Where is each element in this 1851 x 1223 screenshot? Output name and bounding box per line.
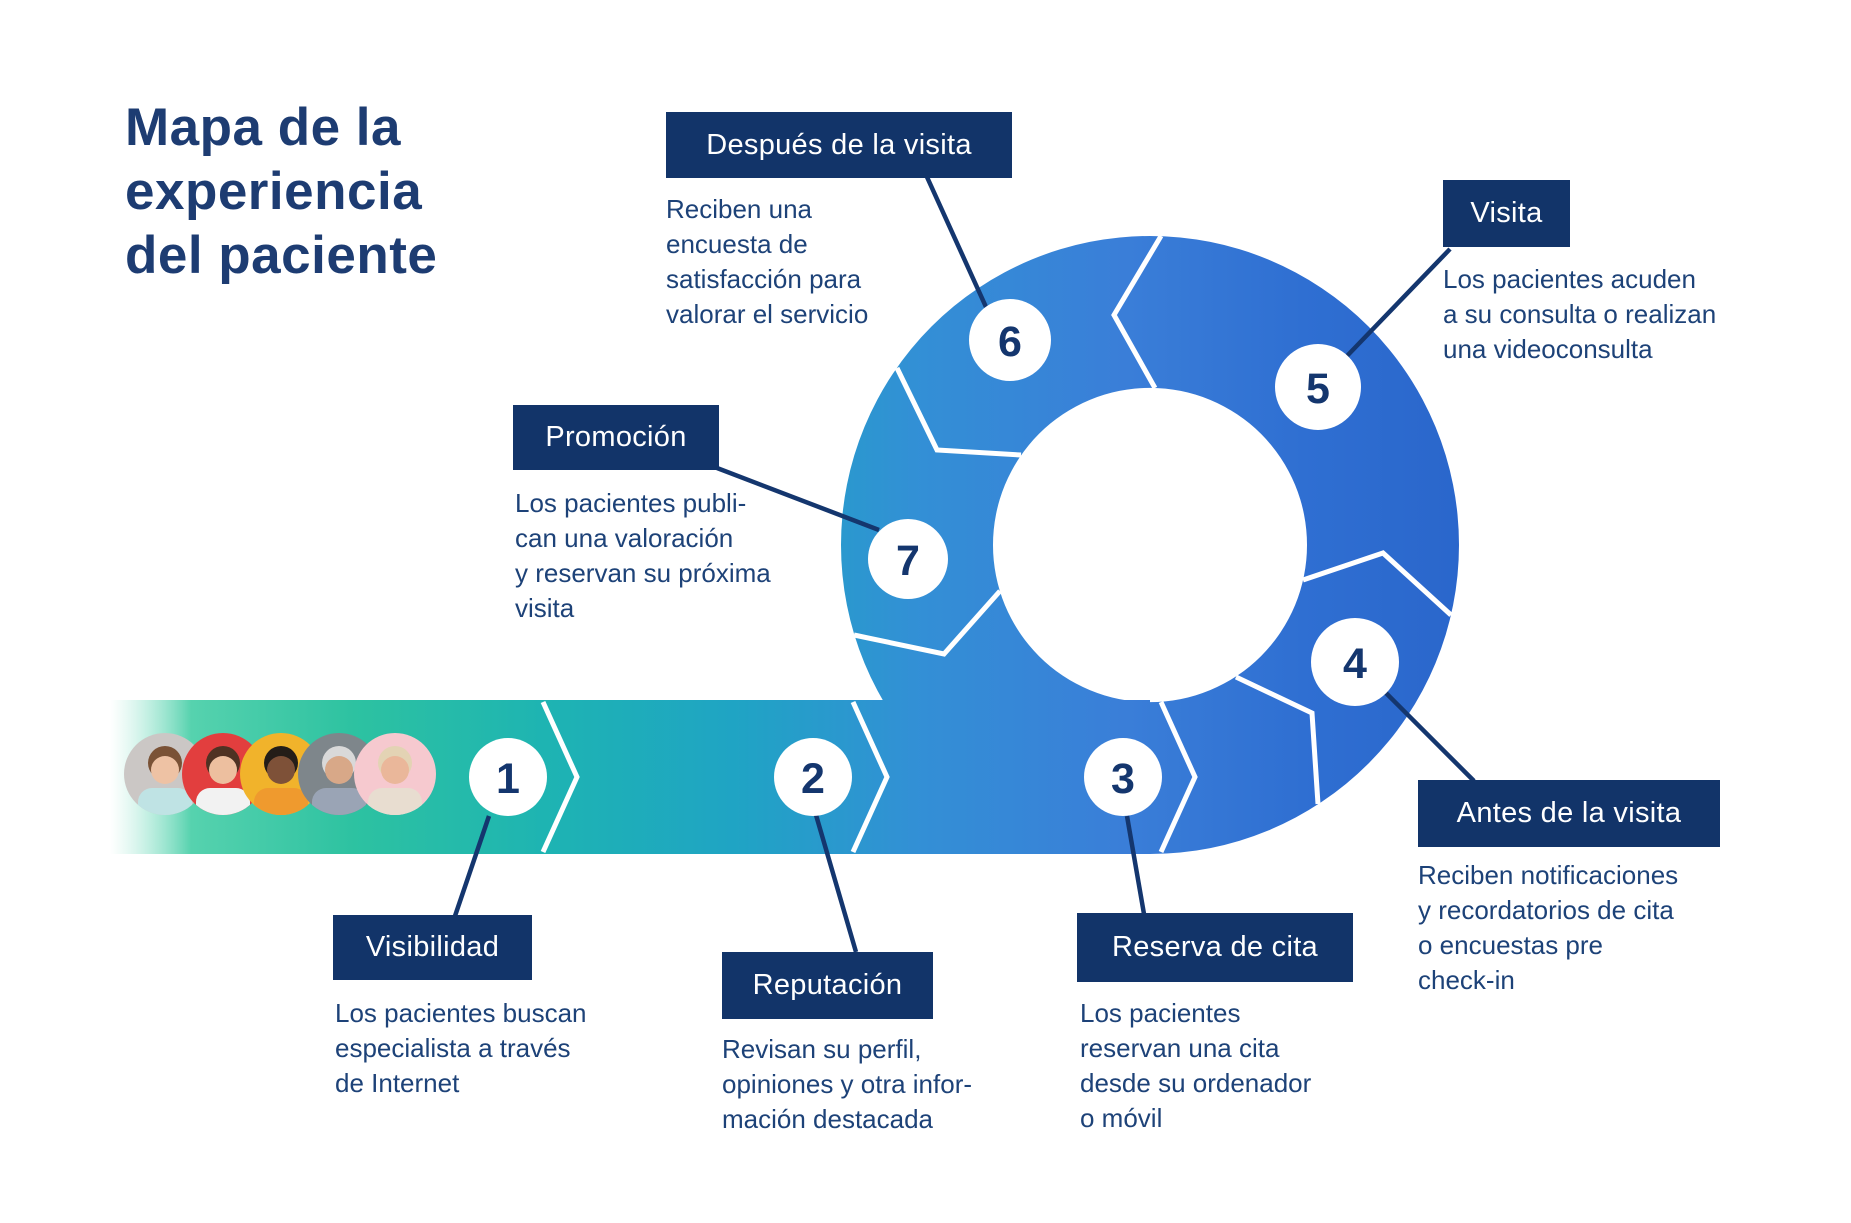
step-badges: 1 2 3 4 5 6 7 [469,299,1399,816]
chevron-before-step7 [894,366,1022,458]
desc-antes-de-la-visita: Reciben notificaciones y recordatorios d… [1418,860,1679,995]
chevron-after-step1 [540,700,580,854]
connector-step3 [1124,815,1147,915]
chevron-after-step7 [853,589,1002,657]
connector-step4 [1382,689,1476,783]
label-visita: Visita [1443,180,1570,247]
label-antes-de-la-visita: Antes de la visita [1418,780,1720,847]
label-reputacion: Reputación [722,952,933,1019]
chevron-before-step5 [1302,550,1453,617]
step-7-number: 7 [896,537,920,585]
connector-lines [452,176,1476,953]
desc-visibilidad: Los pacientes buscan especialista a trav… [335,998,587,1098]
step-2-badge: 2 [774,738,852,816]
step-4-number: 4 [1343,640,1367,688]
face [209,756,237,784]
chevron-after-step3 [1158,700,1198,854]
senior-woman-avatar [354,733,436,815]
step-5-badge: 5 [1275,344,1361,430]
step-6-number: 6 [998,318,1022,366]
label-promocion: Promoción [513,405,719,470]
page-title-line2: experiencia [125,162,423,221]
chevron-before-step4 [1234,674,1321,805]
journey-band [110,700,1150,854]
desc-reserva-de-cita: Los pacientes reservan una cita desde su… [1080,998,1312,1133]
step-2-number: 2 [801,755,825,803]
desc-reputacion: Revisan su perfil, opiniones y otra info… [722,1034,973,1134]
ring-chevron-separators [853,234,1453,805]
patient-avatars [124,733,436,815]
label-reserva-de-cita: Reserva de cita [1077,913,1353,982]
step-4-badge: 4 [1311,618,1399,706]
connector-step6 [924,176,989,308]
face [325,756,353,784]
man-avatar [240,733,322,815]
connector-step7 [716,465,880,533]
desc-promocion: Los pacientes publi- can una valoración … [515,488,771,623]
chevron-after-step2 [850,700,890,854]
desc-despues-de-la-visita: Reciben una encuesta de satisfacción par… [666,194,869,329]
step-6-badge: 6 [969,299,1051,381]
page-title: Mapa de la experiencia del paciente [125,96,605,288]
face [381,756,409,784]
connector-step1 [452,815,492,917]
step-7-badge: 7 [868,519,948,599]
face [151,756,179,784]
chevron-before-step6 [1111,234,1164,390]
label-despues-de-la-visita: Después de la visita [666,112,1012,178]
connector-step2 [813,814,859,953]
face [267,756,295,784]
band-chevron-separators [540,700,1198,854]
step-1-number: 1 [496,755,520,803]
page-title-line3: del paciente [125,226,438,285]
child-avatar [124,733,206,815]
step-5-number: 5 [1306,365,1330,413]
step-3-badge: 3 [1084,738,1162,816]
desc-visita: Los pacientes acuden a su consulta o rea… [1443,264,1717,364]
page-title-line1: Mapa de la [125,98,401,157]
step-3-number: 3 [1111,755,1135,803]
step-1-badge: 1 [469,738,547,816]
label-visibilidad: Visibilidad [333,915,532,980]
connector-step5 [1344,247,1452,359]
